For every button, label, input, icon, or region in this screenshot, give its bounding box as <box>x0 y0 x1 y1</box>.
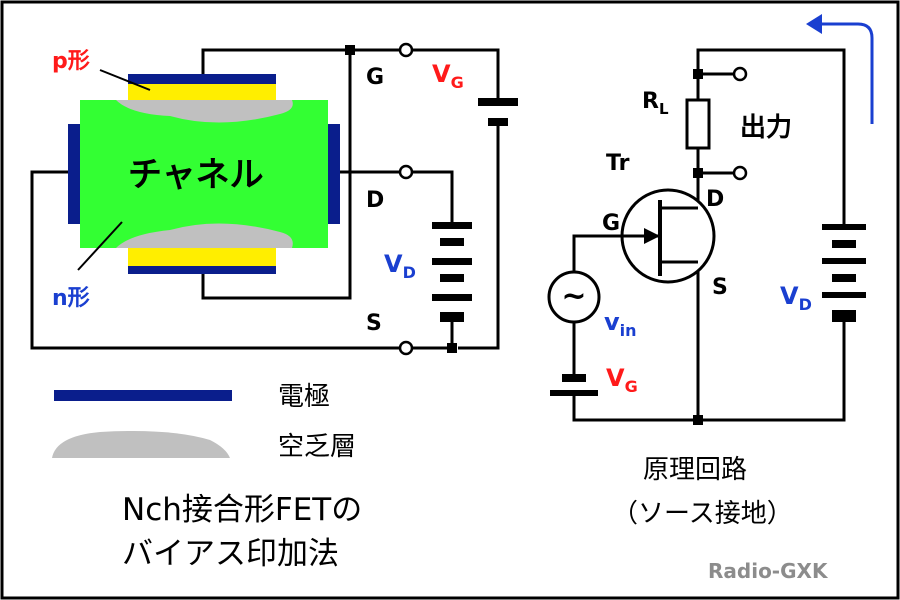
source-terminal <box>398 340 414 356</box>
gate-junction-dot <box>345 45 355 55</box>
source-label: S <box>366 311 382 336</box>
bottom-p-layer <box>128 246 276 266</box>
output-terminal-top <box>732 66 748 82</box>
output-terminal-bottom <box>732 165 748 181</box>
vin-label: vin <box>604 308 637 340</box>
circuit-vg-label: VG <box>606 364 638 396</box>
output-junction-bottom <box>693 168 703 178</box>
vg-wire-bottom <box>458 125 500 350</box>
caption-line1: Nch接合形FETの <box>122 492 362 528</box>
top-depletion-layer <box>116 100 293 123</box>
legend-electrode-label: 電極 <box>278 382 330 412</box>
circuit-vd-label: VD <box>780 282 812 314</box>
output-label: 出力 <box>740 113 792 143</box>
gate-wire-top <box>201 48 400 75</box>
gate-terminal <box>398 42 414 58</box>
legend-depletion-swatch <box>52 431 230 458</box>
ground-junction <box>693 415 703 425</box>
circuit-drain-label: D <box>706 187 724 212</box>
legend-depletion-label: 空乏層 <box>278 432 356 462</box>
vg-wire-top <box>412 48 500 98</box>
channel-label: チャネル <box>128 155 264 195</box>
drain-label: D <box>366 188 384 213</box>
legend-electrode-swatch <box>54 390 232 401</box>
source-wire <box>30 170 400 350</box>
source-junction-dot <box>447 343 457 353</box>
bottom-depletion-layer <box>116 223 293 248</box>
gate-wire <box>572 234 620 272</box>
vg-bottom-wire <box>572 396 698 422</box>
bottom-gate-electrode <box>128 264 276 274</box>
caption-line2: バイアス印加法 <box>122 536 339 572</box>
load-resistor <box>685 98 711 150</box>
gate-wire-right <box>201 50 352 300</box>
credit-label: Radio-GXK <box>708 559 829 583</box>
vd-bottom-wire <box>698 322 846 422</box>
ac-source-symbol: ~ <box>561 279 586 314</box>
top-gate-electrode <box>128 74 276 84</box>
vd-label-left: VD <box>384 250 416 282</box>
ac-source <box>547 270 601 324</box>
current-flow-arrow <box>818 22 874 124</box>
n-label-pointer <box>77 221 123 271</box>
p-label-pointer <box>99 69 151 91</box>
gate-label: G <box>366 65 384 90</box>
current-flow-arrowhead <box>806 14 822 34</box>
circuit-source-label: S <box>712 275 728 300</box>
tr-label: Tr <box>606 151 630 176</box>
n-region-label: n形 <box>52 286 90 311</box>
vg-battery-right <box>550 374 598 396</box>
circuit-gate-label: G <box>602 211 620 236</box>
vg-label-left: VG <box>432 60 464 92</box>
output-junction-top <box>693 69 703 79</box>
vd-top-wire <box>696 48 846 224</box>
drain-electrode <box>328 124 340 224</box>
rl-label: RL <box>642 89 669 118</box>
drain-terminal <box>398 164 414 180</box>
circuit-caption-line2: （ソース接地） <box>612 499 793 529</box>
vg-battery-left <box>478 98 518 126</box>
top-p-layer <box>128 84 276 104</box>
source-electrode <box>68 124 80 224</box>
p-region-label: p形 <box>52 49 90 74</box>
vd-wire-top <box>412 170 454 222</box>
circuit-caption-line1: 原理回路 <box>643 455 747 485</box>
fet-gate-arrow <box>644 228 660 244</box>
vd-battery-left <box>432 222 472 322</box>
vd-battery-right <box>822 224 866 322</box>
